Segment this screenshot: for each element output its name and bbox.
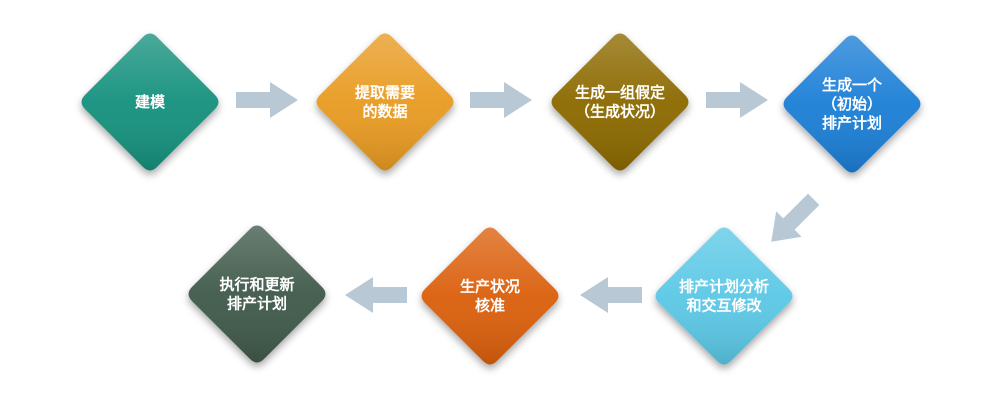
arrow-right-3 bbox=[706, 82, 768, 118]
step-label-line: 生成一组假定 bbox=[575, 84, 665, 102]
arrow-left-1 bbox=[580, 277, 642, 313]
step-label-line: 执行和更新 bbox=[219, 276, 294, 294]
step-label-line: 生产状况 bbox=[460, 278, 520, 296]
step-label-line: 的数据 bbox=[362, 103, 407, 121]
step-label-line: 排产计划分析 bbox=[679, 278, 769, 296]
arrow-down-left bbox=[771, 193, 820, 242]
arrow-right-1 bbox=[236, 82, 298, 118]
diamond-highlight bbox=[316, 33, 454, 171]
step-label-line: 建模 bbox=[135, 93, 166, 111]
diamond-highlight bbox=[421, 227, 559, 365]
diamond-highlight bbox=[188, 225, 326, 363]
step-label-line: 排产计划 bbox=[227, 295, 287, 313]
step-label-line: （生成状况） bbox=[575, 103, 665, 121]
step-label-line: （初始） bbox=[822, 95, 882, 113]
arrow-left-2 bbox=[345, 277, 407, 313]
step-diamond-4: 生成一个（初始）排产计划 bbox=[783, 35, 921, 173]
flow-arrows bbox=[236, 82, 820, 313]
diamond-highlight bbox=[81, 33, 219, 171]
step-label-line: 生成一个 bbox=[822, 76, 883, 94]
diamond-highlight bbox=[783, 35, 921, 173]
step-label-line: 排产计划 bbox=[822, 114, 882, 132]
step-label-line: 提取需要 bbox=[355, 84, 415, 102]
arrow-right-2 bbox=[470, 82, 532, 118]
diamond-highlight bbox=[551, 33, 689, 171]
step-diamond-1: 建模 bbox=[81, 33, 219, 171]
diamond-highlight bbox=[655, 227, 793, 365]
step-label-line: 和交互修改 bbox=[686, 297, 762, 315]
step-label-line: 核准 bbox=[475, 297, 505, 315]
step-diamond-3: 生成一组假定（生成状况） bbox=[551, 33, 689, 171]
